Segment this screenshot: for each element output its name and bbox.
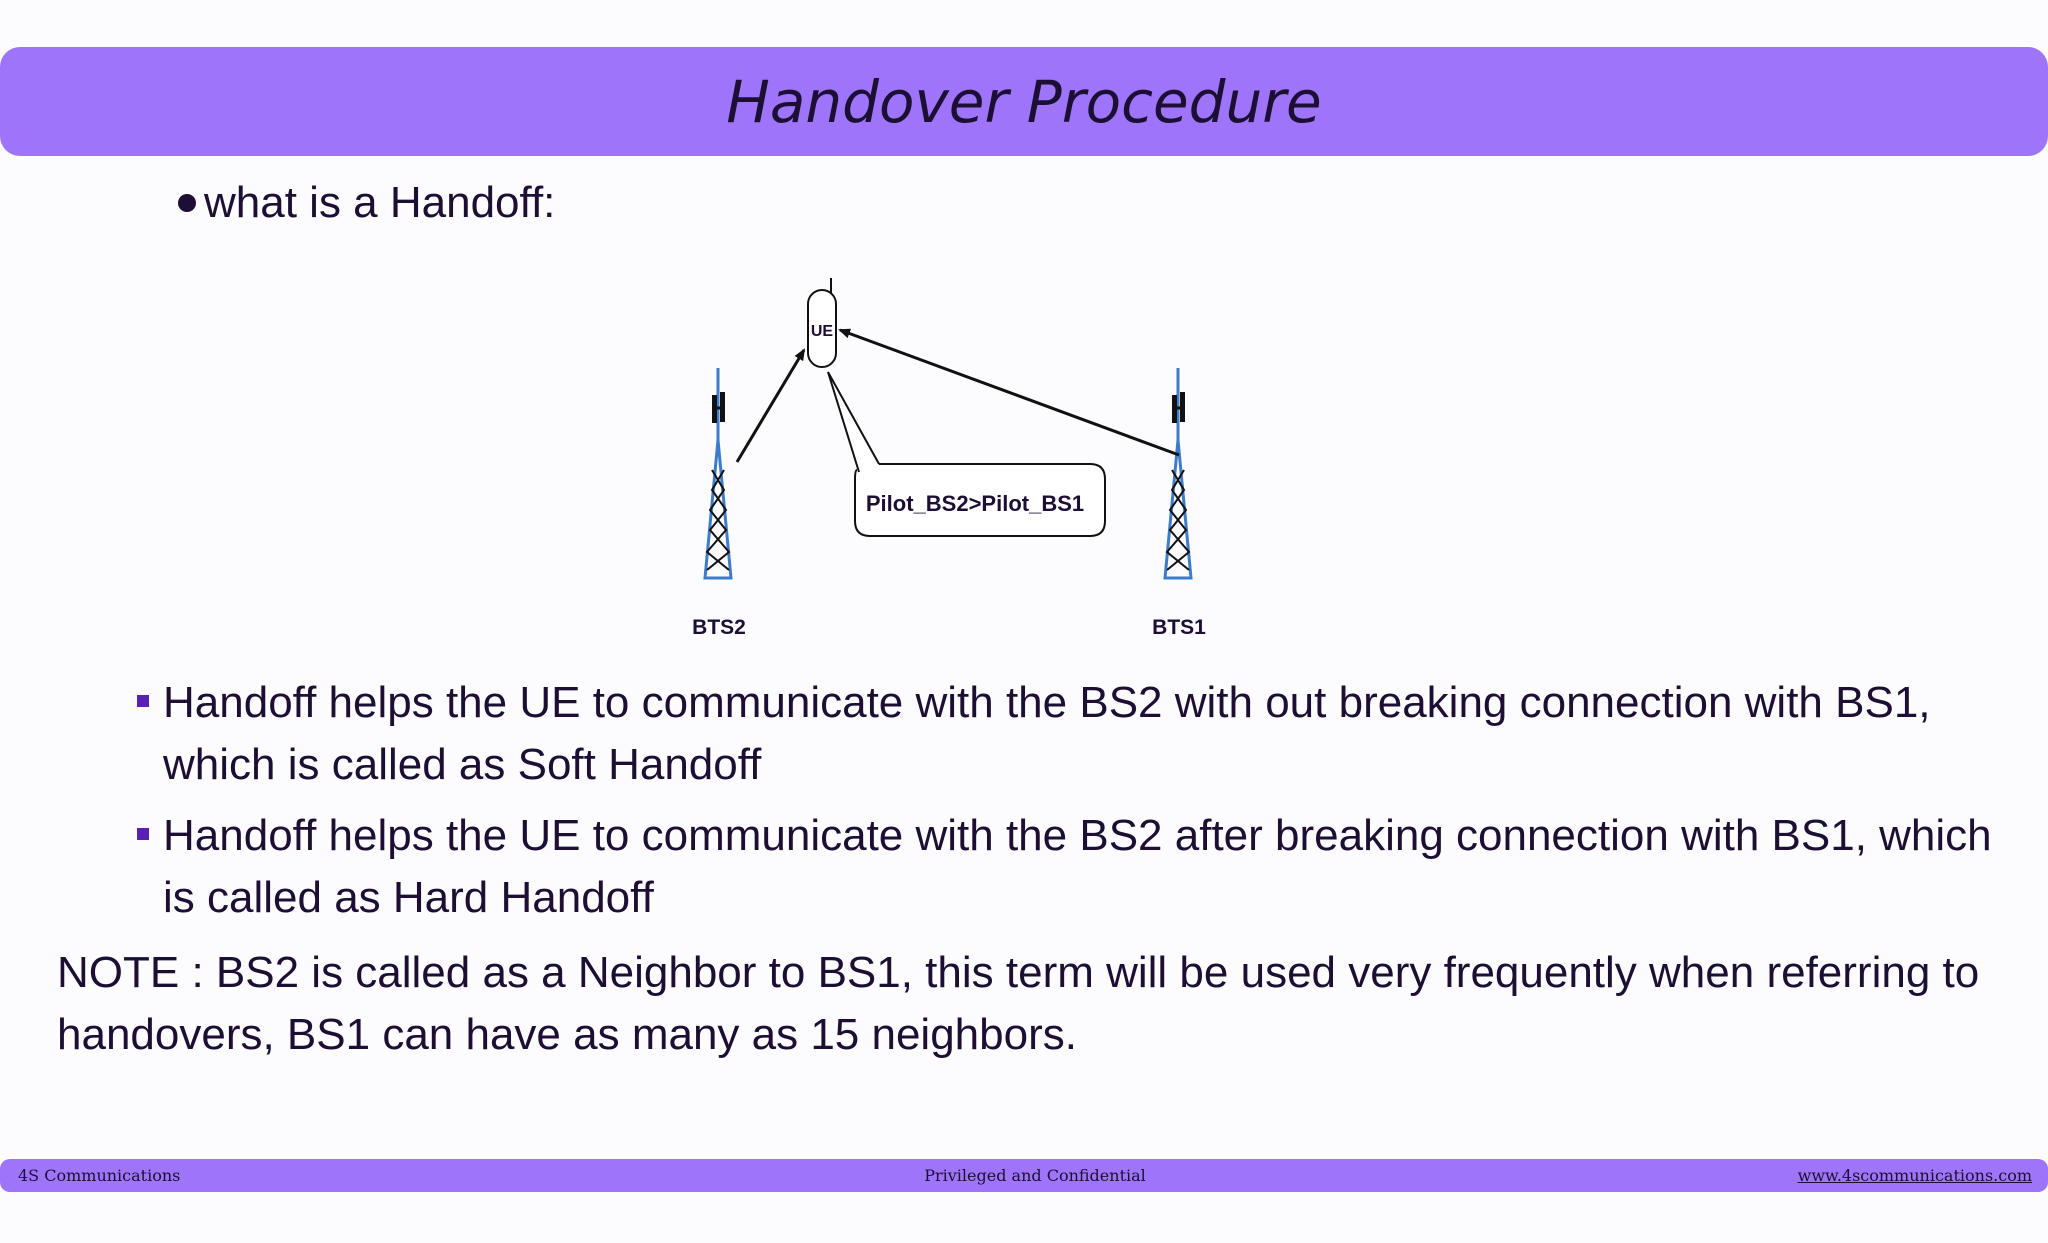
tower-bts1-icon (1163, 368, 1193, 580)
footer-company: 4S Communications (18, 1166, 181, 1185)
list-item: Handoff helps the UE to communicate with… (135, 672, 2015, 796)
footer-website-link[interactable]: www.4scommunications.com (1797, 1166, 2032, 1185)
callout-text: Pilot_BS2>Pilot_BS1 (866, 491, 1084, 516)
bullet-text: Handoff helps the UE to communicate with… (163, 811, 1992, 922)
note-text: NOTE : BS2 is called as a Neighbor to BS… (57, 948, 1980, 1059)
tower-bts2-label: BTS2 (692, 616, 746, 639)
arrow-bts2-to-ue (735, 348, 806, 463)
bullet-dot-icon (178, 194, 196, 212)
tower-bts2-icon (703, 368, 733, 580)
title-bar: Handover Procedure (0, 47, 2048, 156)
ue-label: UE (811, 323, 834, 340)
bullet-text: Handoff helps the UE to communicate with… (163, 678, 1931, 789)
intro-bullet: what is a Handoff: (178, 178, 555, 228)
footer-confidential: Privileged and Confidential (924, 1166, 1146, 1185)
tower-bts1-label: BTS1 (1152, 616, 1206, 639)
bullet-list: Handoff helps the UE to communicate with… (135, 672, 2015, 938)
pilot-callout: Pilot_BS2>Pilot_BS1 (827, 371, 1106, 537)
square-bullet-icon (137, 695, 149, 707)
handoff-diagram: UE Pilot_BS2>Pilot_BS1 BTS2 BTS1 (692, 278, 1206, 639)
footer-bar: 4S Communications Privileged and Confide… (0, 1159, 2048, 1192)
arrow-bts1-to-ue (838, 328, 1180, 457)
square-bullet-icon (137, 828, 149, 840)
list-item: Handoff helps the UE to communicate with… (135, 805, 2015, 929)
intro-text: what is a Handoff: (204, 178, 556, 227)
ue-phone-icon: UE (807, 278, 837, 368)
slide-title: Handover Procedure (726, 67, 1322, 136)
